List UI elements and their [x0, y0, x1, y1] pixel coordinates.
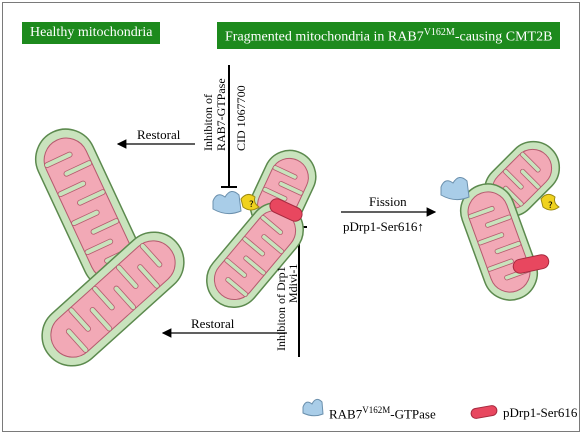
legend-pdrp1-label: pDrp1-Ser616: [503, 405, 578, 420]
fission-marker-text: pDrp1-Ser616: [343, 219, 418, 234]
fragmented-badge-suffix: -causing CMT2B: [454, 29, 553, 45]
fission-label-text: Fission: [369, 194, 407, 209]
question-mark-released: ?: [548, 201, 553, 211]
pdrp1-protein-central: [269, 198, 303, 222]
fragmented-badge-prefix: Fragmented mitochondria in RAB7: [225, 29, 424, 45]
legend-rab7-label: RAB7V162M-GTPase: [329, 405, 436, 422]
legend-rab7-icon: [302, 398, 324, 417]
fission-label: Fission: [369, 194, 407, 210]
rab7-protein-central: [212, 191, 242, 215]
diagram-canvas: ? ?: [25, 65, 571, 419]
rab7-protein-released: [440, 177, 470, 201]
fission-marker-up-arrow: ↑: [417, 219, 424, 234]
legend-rab7-prefix: RAB7: [329, 406, 363, 422]
restoral-label-bottom: Restoral: [191, 316, 235, 331]
restoral-label-top: Restoral: [137, 127, 181, 142]
effector-protein-released: [540, 193, 560, 211]
effector-protein-central: [240, 193, 260, 211]
fragmented-badge-superscript: V162M: [423, 27, 455, 38]
drp1-inhibitor-label-line2: Mdivi-1: [286, 263, 300, 303]
legend-rab7-suffix: -GTPase: [390, 406, 436, 422]
healthy-mitochondria-badge: Healthy mitochondria: [22, 22, 161, 44]
rab7-inhibitor-label-line3: CID 1067700: [234, 85, 248, 151]
legend-rab7-superscript: V162M: [362, 405, 391, 415]
legend-pdrp1-icon: [470, 405, 498, 419]
fission-marker-label: pDrp1-Ser616↑: [343, 219, 424, 235]
question-mark-central: ?: [249, 200, 254, 210]
rab7-inhibitor-label-line2: RAB7-GTPase: [214, 78, 228, 151]
pdrp1-protein-released: [512, 254, 550, 274]
fragmented-mitochondria-badge: Fragmented mitochondria in RAB7V162M-cau…: [217, 22, 561, 49]
figure-frame: Healthy mitochondria Fragmented mitochon…: [2, 2, 580, 432]
